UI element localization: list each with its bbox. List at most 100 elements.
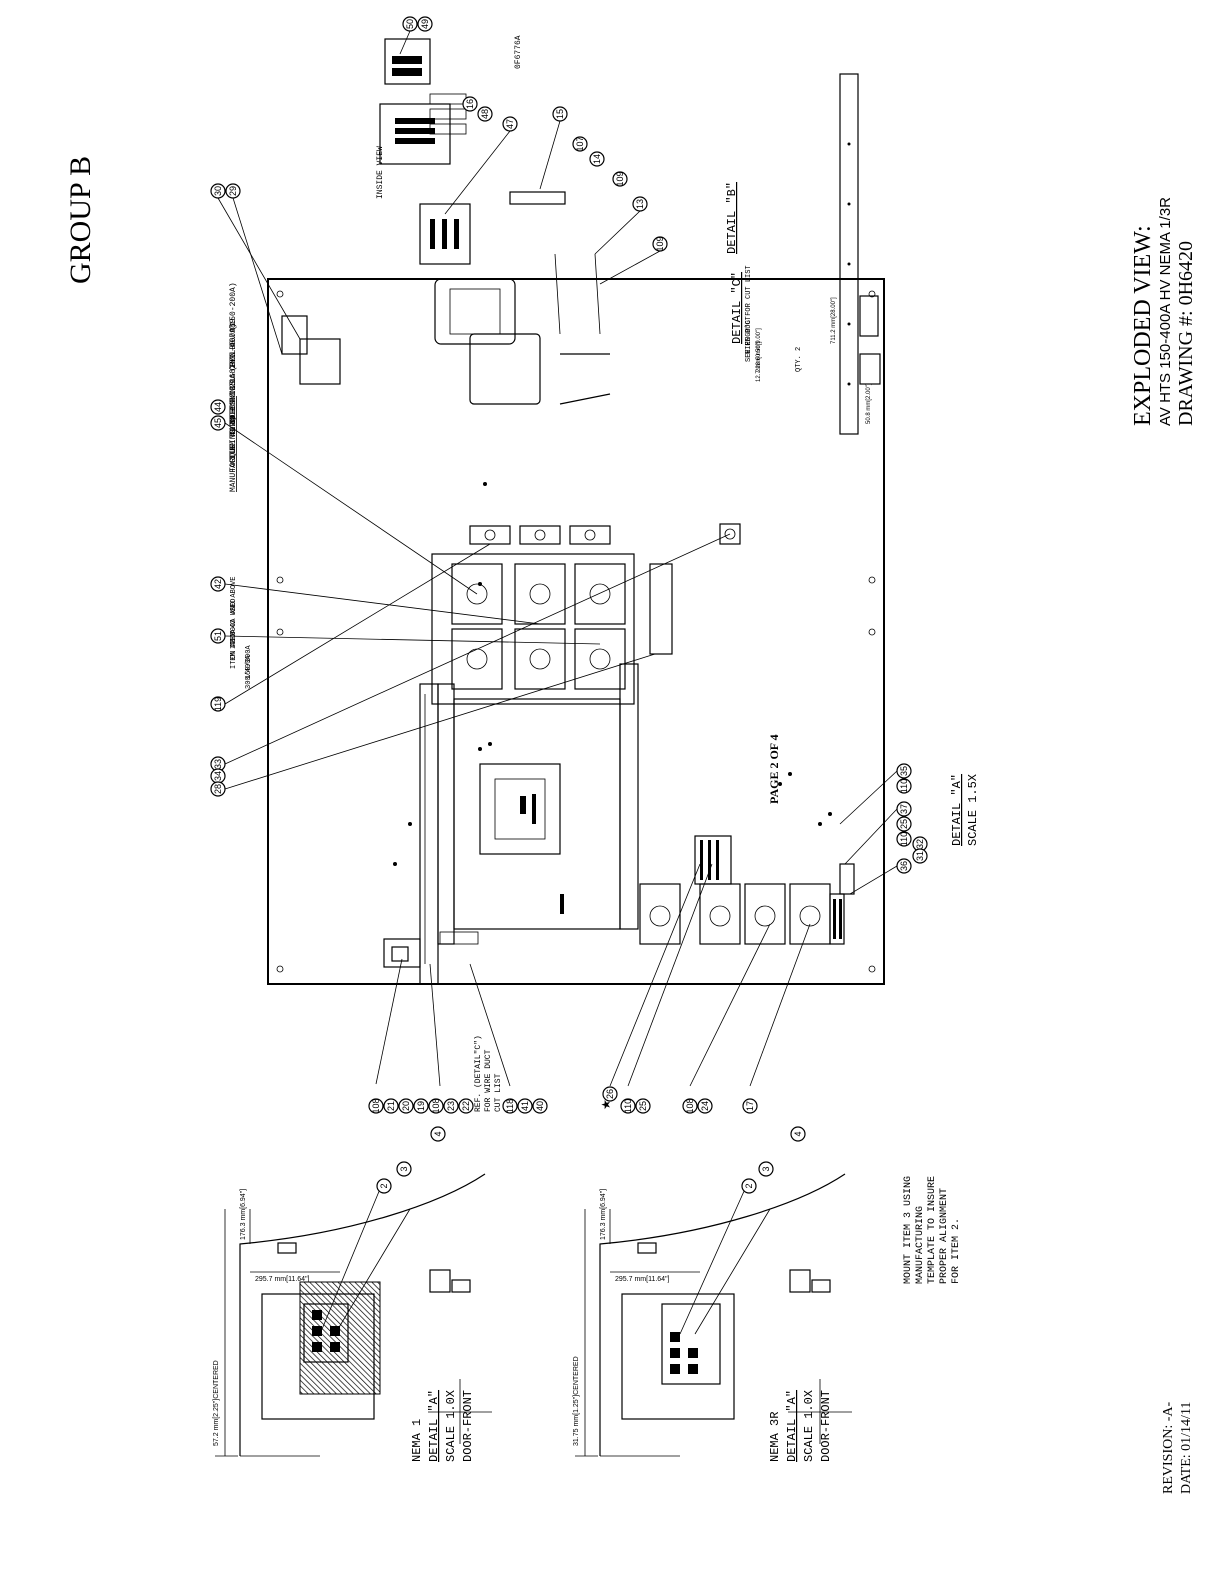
nema3r-keypad [661,1303,721,1385]
svg-text:2: 2 [744,1183,754,1188]
svg-text:29: 29 [228,186,238,196]
svg-text:23: 23 [446,1101,456,1111]
detail-c-label: DETAIL "C" [730,272,744,344]
mount-note: MOUNT ITEM 3 USING MANUFACTURING TEMPLAT… [903,1176,962,1284]
svg-text:14: 14 [592,154,602,164]
svg-text:150/200A: 150/200A [245,645,253,679]
svg-text:50: 50 [405,19,415,29]
svg-text:MANUFACTURING NOTES:: MANUFACTURING NOTES: [229,396,238,492]
nema1-detail: DETAIL "A" [427,1390,441,1462]
svg-text:3: 3 [761,1166,771,1171]
svg-text:22: 22 [461,1101,471,1111]
svg-text:MOUNT ITEM 3 USING: MOUNT ITEM 3 USING [903,1176,914,1284]
svg-text:3: 3 [399,1166,409,1171]
svg-text:20: 20 [401,1101,411,1111]
svg-text:711.2 mm[28.00"]: 711.2 mm[28.00"] [831,297,837,344]
svg-text:REF. (DETAIL"C"): REF. (DETAIL"C") [474,1035,483,1112]
inside-view-label: INSIDE VIEW [376,146,385,199]
svg-text:36: 36 [899,861,909,871]
nema3r-callout-3: 3 [758,1161,774,1177]
part-ref: 0F6776A [514,35,523,69]
svg-text:40: 40 [535,1101,545,1111]
svg-text:119: 119 [213,697,223,711]
svg-text:33: 33 [213,759,223,769]
panel-outline [267,278,885,985]
svg-text:110: 110 [899,832,909,846]
svg-text:28: 28 [213,784,223,794]
wire-duct-strip [839,73,859,435]
svg-text:26: 26 [605,1089,615,1099]
keypad [303,1303,349,1363]
relay-module [384,38,431,85]
svg-text:32: 32 [915,839,925,849]
nema3r-dim-width: 295.7 mm[11.64"] [615,1276,670,1283]
nema1-callout-4: 4 [430,1126,446,1142]
svg-text:51: 51 [213,631,223,641]
svg-text:47: 47 [505,119,515,129]
page-number: PAGE 2 OF 4 [767,734,781,804]
svg-text:15: 15 [555,109,565,119]
detail-b-label: DETAIL "B" [725,182,739,254]
date: DATE: 01/14/11 [1179,1402,1194,1494]
svg-text:TORQUE TO 216 IN-LBS. (150-200: TORQUE TO 216 IN-LBS. (150-200A) [229,282,238,436]
svg-text:109: 109 [615,171,625,186]
svg-text:48: 48 [480,109,490,119]
svg-text:110: 110 [899,779,909,793]
bracket [509,191,566,205]
nema3r-detail: DETAIL "A" [785,1390,799,1462]
svg-text:41: 41 [520,1101,530,1111]
svg-text:21: 21 [386,1101,396,1111]
controller-module [434,278,516,345]
svg-text:300/400A: 300/400A [245,655,253,689]
cover-plate [469,333,541,405]
svg-text:TORQUE TO 70 IN-LBS. (300-400A: TORQUE TO 70 IN-LBS. (300-400A) [229,323,238,472]
svg-text:13: 13 [635,199,645,209]
svg-text:2: 2 [379,1183,389,1188]
svg-text:50.8 mm[2.00"]: 50.8 mm[2.00"] [866,383,872,424]
svg-text:25: 25 [638,1101,648,1111]
nema1-callout-3: 3 [396,1161,412,1177]
svg-text:25: 25 [899,819,909,829]
panel-bottom-callouts: 35 110 37 25 110 36 DETAIL "A" SCALE 1.5… [839,763,980,895]
svg-text:ON 400A: ON 400A [230,629,238,659]
hatched-keypad-area [299,1281,381,1395]
svg-text:CUT LIST: CUT LIST [494,1073,503,1112]
door-detail-nema3r: 31.75 mm[1.25"]CENTERED 295.7 mm[11.64"]… [573,1126,852,1462]
svg-text:4: 4 [793,1131,803,1136]
nema1-view: DOOR-FRONT [461,1390,475,1462]
group-title: GROUP B [64,156,97,284]
svg-text:35: 35 [899,766,909,776]
svg-text:12.7 mm[0.50"]: 12.7 mm[0.50"] [756,341,762,382]
svg-text:107: 107 [575,136,585,151]
nema1-dim-width: 295.7 mm[11.64"] [255,1276,310,1283]
nema3r-callout-4: 4 [790,1126,806,1142]
nema1-label: NEMA 1 [410,1419,424,1462]
drawing-number: DRAWING #: 0H6420 [1175,241,1197,426]
svg-text:★: ★ [599,1099,613,1110]
svg-text:45: 45 [213,418,223,428]
panel-top-callouts: 30 29 44 45 ITEM #115 - P/N 067989 TORQU… [210,183,928,864]
module-0f6776a [419,203,471,265]
svg-text:WIRE DUCT: WIRE DUCT [745,316,753,354]
svg-text:MANUFACTURING: MANUFACTURING [915,1206,926,1284]
svg-text:37: 37 [899,804,909,814]
svg-text:ITEM #115 - P/N 067989: ITEM #115 - P/N 067989 [229,318,238,424]
svg-text:PROPER ALIGNMENT: PROPER ALIGNMENT [939,1188,950,1284]
view-title: EXPLODED VIEW: [1130,225,1156,426]
nema1-callout-2: 2 [376,1178,392,1194]
svg-text:19: 19 [416,1101,426,1111]
svg-text:34: 34 [213,771,223,781]
panel-left-callouts: 108 21 20 19 108 23 22 REF. (DETAIL"C") … [368,863,811,1114]
svg-text:49: 49 [420,19,430,29]
svg-text:110: 110 [623,1099,633,1113]
svg-text:228.6 mm[9.00"]: 228.6 mm[9.00"] [756,328,762,372]
svg-text:24: 24 [700,1101,710,1111]
right-exploded-details: INSIDE VIEW [376,16,872,435]
svg-text:118: 118 [505,1099,515,1113]
panel-detail-label: DETAIL "A" [950,774,964,846]
svg-text:ITEM #124 - P/N 0A8261: ITEM #124 - P/N 0A8261 [229,354,238,460]
revision: REVISION: -A- [1161,1402,1176,1494]
